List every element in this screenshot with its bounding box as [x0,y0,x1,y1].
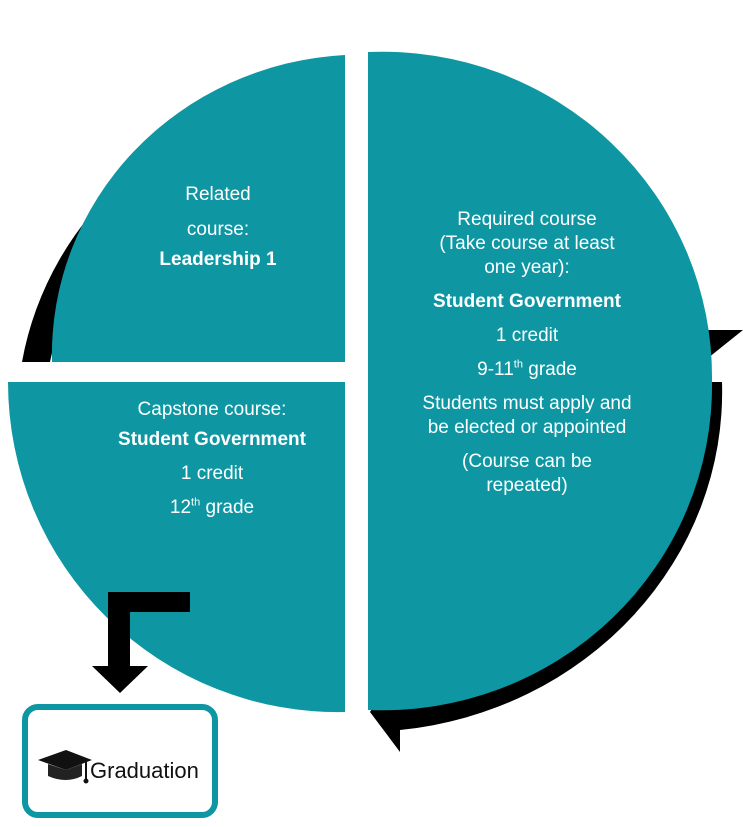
required-grade-suffix: grade [522,359,577,380]
capstone-line1: Capstone course: [137,399,287,420]
required-note4: repeated) [486,475,568,496]
capstone-grade-prefix: 12 [169,497,192,518]
required-line1: Required course [457,209,597,230]
capstone-course-text: Capstone course: Student Government 1 cr… [82,398,342,520]
capstone-course-name: Student Government [118,429,306,450]
related-course-text: Related course: Leadership 1 [118,183,318,272]
required-grade-sup: th [513,358,523,371]
required-grade-prefix: 9-11 [477,359,514,380]
capstone-credit: 1 credit [180,463,244,484]
required-note1: Students must apply and [422,393,632,414]
capstone-grade-suffix: grade [200,497,255,518]
required-note2: be elected or appointed [427,417,627,438]
required-course-name: Student Government [433,291,621,312]
graduation-cap-icon [38,750,92,784]
graduation-arrow [92,592,190,693]
quadrant-required [368,51,713,711]
quadrant-capstone [7,382,345,713]
capstone-grade-sup: th [191,496,201,509]
related-line1: Related [185,184,251,205]
related-course-name: Leadership 1 [159,249,277,270]
required-line2: (Take course at least [439,233,615,254]
divider-horizontal [0,362,368,382]
graduation-box: Graduation [22,704,218,818]
required-grade: 9-11th grade [392,358,662,382]
required-credit: 1 credit [495,325,559,346]
quadrant-related [51,55,346,362]
graduation-label: Graduation [90,758,199,783]
required-note3: (Course can be [462,451,592,472]
related-line2: course: [186,219,250,240]
required-line3: one year): [484,257,570,278]
capstone-grade: 12th grade [82,496,342,520]
required-course-text: Required course (Take course at least on… [392,208,662,498]
